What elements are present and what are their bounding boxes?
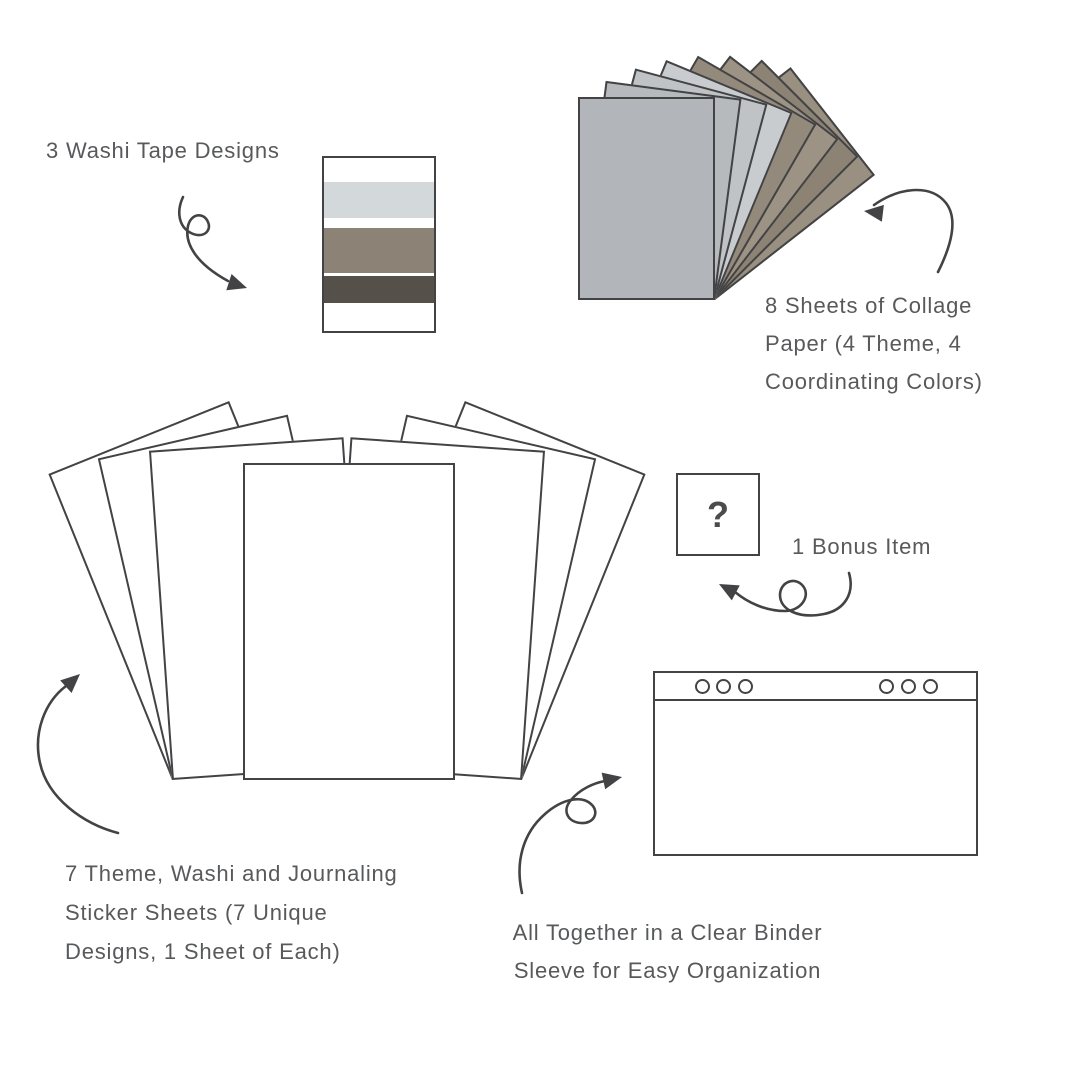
sticker-sheets-label: 7 Theme, Washi and Journaling Sticker Sh…: [65, 854, 398, 971]
bonus-item-label: 1 Bonus Item: [792, 534, 932, 559]
bonus-curly-arrow-icon: [719, 571, 852, 617]
collage-paper-label-line2: Paper (4 Theme, 4: [765, 331, 962, 356]
sticker-sheet-center: [243, 463, 455, 780]
washi-stripe-dark-brown: [324, 276, 434, 303]
binder-hole-icon: [923, 679, 938, 694]
binder-sleeve: [653, 671, 978, 856]
question-mark-icon: ?: [707, 493, 729, 535]
binder-sleeve-label-line2: Sleeve for Easy Organization: [513, 958, 822, 983]
washi-tape-swatch: [322, 156, 436, 333]
washi-stripe-taupe: [324, 228, 434, 273]
binder-sleeve-label-line1: All Together in a Clear Binder: [512, 920, 823, 945]
washi-stripe-light-gray: [324, 182, 434, 218]
sticker-curved-arrow-icon: [36, 674, 120, 835]
binder-curly-arrow-icon: [518, 772, 622, 895]
washi-tape-label: 3 Washi Tape Designs: [46, 138, 280, 163]
binder-sleeve-top-strip: [655, 673, 976, 701]
collage-paper-label: 8 Sheets of Collage Paper (4 Theme, 4 Co…: [765, 287, 983, 401]
bonus-item-box: ?: [676, 473, 760, 556]
collage-paper-fan: [578, 55, 875, 301]
binder-hole-icon: [901, 679, 916, 694]
collage-sheet-1-front: [578, 97, 715, 300]
collage-curved-arrow-icon: [864, 188, 954, 274]
binder-hole-icon: [716, 679, 731, 694]
sticker-sheets-label-line2: Sticker Sheets (7 Unique: [65, 900, 328, 925]
collage-paper-label-line3: Coordinating Colors): [765, 369, 983, 394]
binder-sleeve-label: All Together in a Clear Binder Sleeve fo…: [495, 914, 840, 990]
sticker-sheets-label-line3: Designs, 1 Sheet of Each): [65, 939, 341, 964]
binder-hole-icon: [738, 679, 753, 694]
washi-curved-arrow-icon: [177, 195, 247, 291]
collage-paper-label-line1: 8 Sheets of Collage: [765, 293, 973, 318]
binder-hole-icon: [695, 679, 710, 694]
sticker-sheets-label-line1: 7 Theme, Washi and Journaling: [65, 861, 398, 886]
binder-hole-icon: [879, 679, 894, 694]
